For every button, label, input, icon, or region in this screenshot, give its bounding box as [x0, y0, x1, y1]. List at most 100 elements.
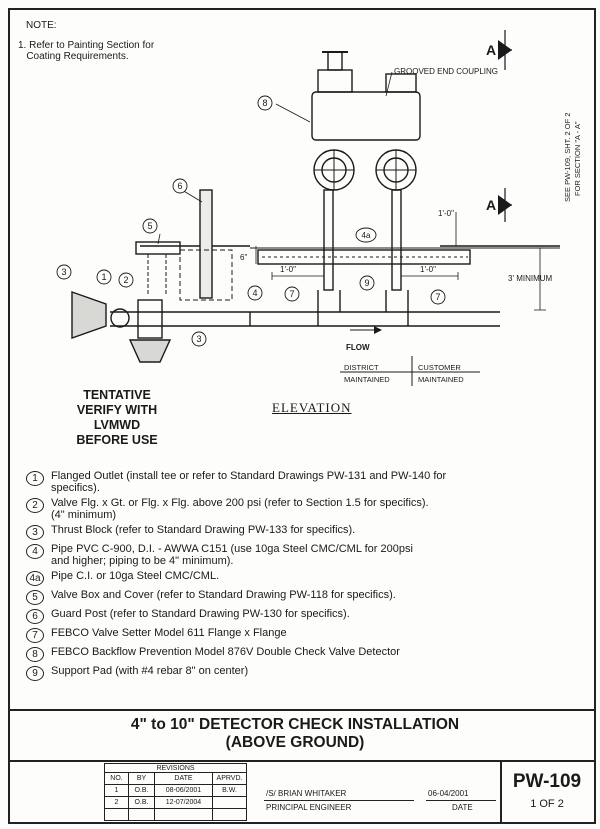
legend-text: Pipe C.I. or 10ga Steel CMC/CML.	[51, 570, 220, 582]
label-grooved-coupling: GROOVED END COUPLING	[394, 67, 498, 76]
dim-riser-clearance: 1'-0"	[438, 209, 454, 218]
legend-item: 2 Valve Flg. x Gt. or Flg. x Flg. above 2…	[26, 497, 586, 521]
legend-item: 3 Thrust Block (refer to Standard Drawing…	[26, 524, 586, 540]
callout-7-right: 7	[435, 292, 440, 302]
rev-apprvd	[212, 796, 247, 809]
callout-6: 6	[177, 181, 182, 191]
callout-5: 5	[147, 221, 152, 231]
rev-by: O.B.	[128, 796, 155, 809]
section-marker-bottom: A	[486, 197, 496, 213]
dim-right-offset: 1'-0"	[420, 265, 436, 274]
rev-col-apprvd: APRVD.	[212, 772, 247, 785]
callout-3-bottom: 3	[196, 334, 201, 344]
legend-item: 1 Flanged Outlet (install tee or refer to…	[26, 470, 586, 494]
legend-text: FEBCO Backflow Prevention Model 876V Dou…	[51, 646, 400, 658]
drawing-title-line-2: (ABOVE GROUND)	[225, 734, 365, 751]
tentative-line-1: TENTATIVE	[83, 388, 151, 402]
callout-4a: 4a	[362, 231, 371, 240]
guard-post	[199, 189, 213, 299]
callout-1: 1	[101, 272, 106, 282]
date-line	[426, 800, 496, 801]
riser-right	[391, 189, 402, 291]
flanged-outlet	[110, 308, 130, 328]
legend-number: 9	[26, 666, 44, 681]
section-marker-top: A	[486, 42, 496, 58]
legend-text: Support Pad (with #4 rebar 8" on center)	[51, 665, 249, 677]
thrust-block-left	[71, 291, 107, 339]
guard-post-footing	[179, 249, 233, 301]
legend-item: 7 FEBCO Valve Setter Model 611 Flange x F…	[26, 627, 586, 643]
note-heading: NOTE:	[26, 20, 57, 31]
dim-pad-height: 6"	[240, 253, 247, 262]
signature-line	[264, 800, 414, 801]
rev-apprvd: B.W.	[212, 784, 247, 797]
revisions-table: REVISIONS NO. BY DATE APRVD. 1 O.B. 08-0…	[104, 763, 247, 821]
main-pipe	[110, 311, 500, 327]
district-maintained-label: DISTRICT	[344, 363, 379, 372]
callout-9: 9	[364, 278, 369, 288]
thrust-block-bottom	[128, 339, 172, 363]
legend-text: Valve Flg. x Gt. or Flg. x Flg. above 20…	[51, 497, 429, 521]
title-block-divider	[8, 709, 596, 711]
rev-col-date: DATE	[154, 772, 213, 785]
legend-number: 5	[26, 590, 44, 605]
legend-number: 3	[26, 525, 44, 540]
callout-7-left: 7	[289, 289, 294, 299]
sheet-number: 1 OF 2	[530, 798, 564, 810]
section-ref: SEE PW-109, SHT. 2 OF 2	[563, 113, 572, 202]
drawing-title-line-1: 4" to 10" DETECTOR CHECK INSTALLATION	[130, 716, 460, 733]
customer-maintained-label-2: MAINTAINED	[418, 375, 464, 384]
tentative-notice: TENTATIVE VERIFY WITH LVMWD BEFORE USE	[52, 388, 182, 448]
rev-date: 12-07/2004	[154, 796, 213, 809]
maintenance-divider	[340, 356, 480, 386]
legend-number: 7	[26, 628, 44, 643]
revisions-heading: REVISIONS	[104, 763, 247, 773]
tentative-line-3: BEFORE USE	[76, 433, 158, 447]
customer-maintained-label: CUSTOMER	[418, 363, 461, 372]
legend-number: 1	[26, 471, 44, 486]
revision-divider	[8, 760, 596, 762]
tentative-line-2: VERIFY WITH LVMWD	[76, 403, 158, 432]
legend-text: FEBCO Valve Setter Model 611 Flange x Fl…	[51, 627, 287, 639]
rev-col-no: NO.	[104, 772, 129, 785]
legend-number: 4a	[26, 571, 44, 586]
rev-col-by: BY	[128, 772, 155, 785]
rev-date: 08-06/2001	[154, 784, 213, 797]
callout-3-left: 3	[61, 267, 66, 277]
rev-no: 2	[104, 796, 129, 809]
legend-text: Thrust Block (refer to Standard Drawing …	[51, 524, 356, 536]
section-ref-line-2: FOR SECTION "A - A"	[573, 121, 582, 196]
callout-4: 4	[252, 288, 257, 298]
valve-assembly	[311, 91, 421, 141]
signer-title: PRINCIPAL ENGINEER	[266, 803, 352, 812]
rev-by: O.B.	[128, 784, 155, 797]
legend-text: Pipe PVC C-900, D.I. - AWWA C151 (use 10…	[51, 543, 413, 567]
district-maintained-label-2: MAINTAINED	[344, 375, 390, 384]
riser-left	[323, 189, 334, 291]
legend-item: 9 Support Pad (with #4 rebar 8" on center…	[26, 665, 586, 681]
dim-min-depth: 3' MINIMUM	[508, 274, 553, 283]
drawing-number-box	[500, 762, 594, 822]
legend-number: 6	[26, 609, 44, 624]
support-pad	[257, 249, 471, 265]
date-label: DATE	[452, 803, 473, 812]
table-row: 2 O.B. 12-07/2004	[104, 796, 247, 809]
elevation-drawing: GROOVED END COUPLING SEE PW-109, SHT. 2 …	[56, 30, 582, 386]
legend-item: 8 FEBCO Backflow Prevention Model 876V Do…	[26, 646, 586, 662]
table-row	[104, 808, 247, 821]
drawing-number: PW-109	[512, 771, 582, 792]
legend-number: 8	[26, 647, 44, 662]
drawing-title: 4" to 10" DETECTOR CHECK INSTALLATION (A…	[60, 716, 530, 752]
callout-8: 8	[262, 98, 267, 108]
legend-text: Flanged Outlet (install tee or refer to …	[51, 470, 447, 494]
signature: /S/ BRIAN WHITAKER	[266, 789, 347, 798]
elevation-title: ELEVATION	[272, 400, 352, 415]
legend-item: 4a Pipe C.I. or 10ga Steel CMC/CML.	[26, 570, 586, 586]
sheet-border	[8, 8, 596, 824]
legend-number: 2	[26, 498, 44, 513]
table-row: 1 O.B. 08-06/2001 B.W.	[104, 784, 247, 797]
